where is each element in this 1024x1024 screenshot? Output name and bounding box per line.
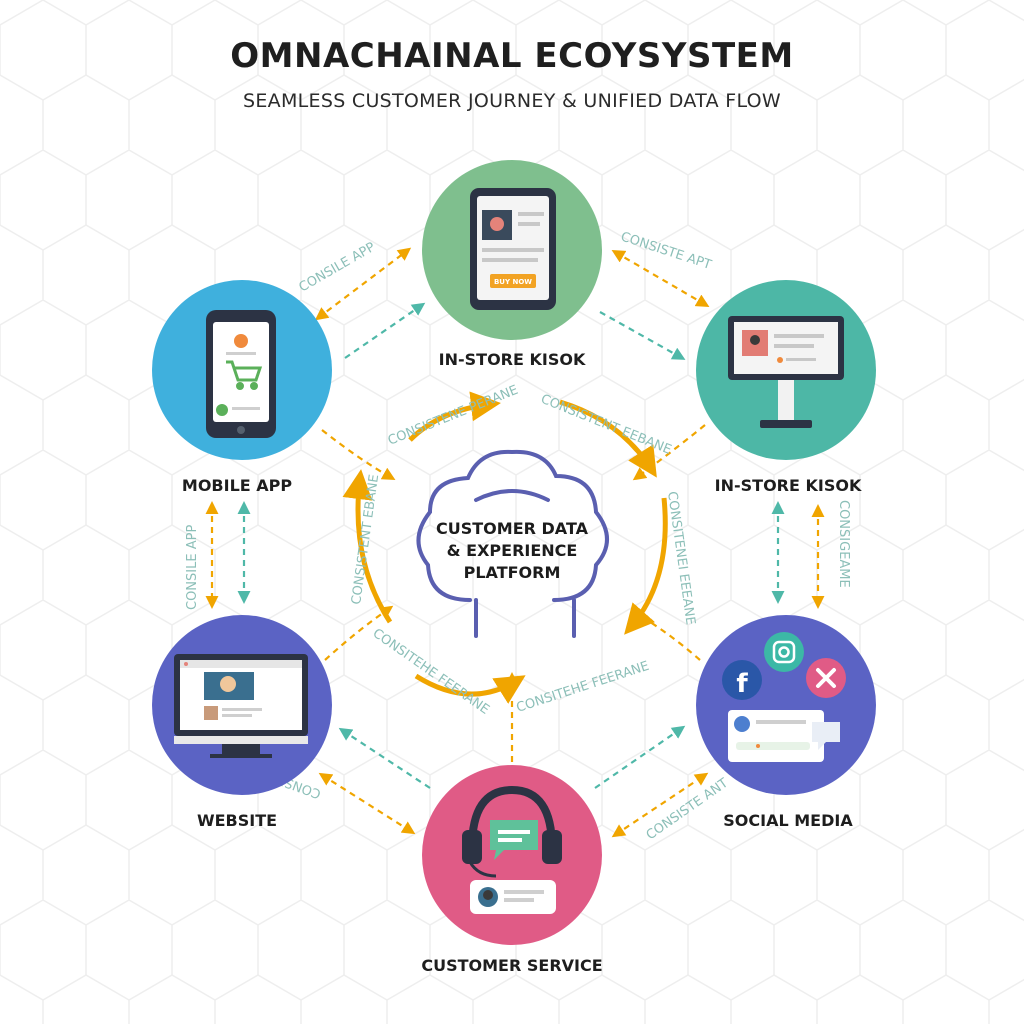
flow-label-right-vertical: CONSIGEAME — [836, 500, 851, 588]
facebook-icon — [722, 660, 762, 700]
flow-label-inner-top-right: CONSISTENT EEBANE — [539, 392, 674, 458]
inner-arrow-mobile-hub — [321, 429, 396, 480]
outer-flow-arrows — [205, 247, 825, 838]
flow-label-inner-bottom-right: CONSITEHE FEERANE — [515, 659, 651, 716]
flow-label-inner-right: CONSITENEI EEEANE — [664, 490, 698, 625]
hub-ring-arrow-top-left — [408, 391, 501, 442]
node-website[interactable] — [152, 615, 332, 795]
chat-card-icon — [728, 710, 840, 762]
inner-flow-arrows — [321, 391, 706, 762]
label-social-media: SOCIAL MEDIA — [723, 811, 853, 830]
hub-label-line2: & EXPERIENCE — [446, 541, 578, 560]
arrow-website-service-teal — [338, 727, 431, 789]
hub-label-line3: PLATFORM — [463, 563, 561, 582]
desktop-monitor-icon — [174, 654, 308, 758]
label-mobile-app: MOBILE APP — [181, 476, 293, 495]
arrow-service-social-orange — [611, 772, 709, 838]
arrow-top-kiosk-teal — [599, 311, 686, 360]
label-website: WEBSITE — [196, 811, 278, 830]
node-top[interactable]: BUY NOW — [422, 160, 602, 340]
hub-ring-arrow-top-right — [559, 399, 657, 478]
flow-label-top-left: CONSILE APP — [297, 240, 378, 296]
arrow-mobile-top-orange — [314, 247, 412, 321]
hub-ring-arrow-bottom — [414, 673, 526, 704]
flow-label-inner-top-left: CONSISTENE PERANE — [386, 383, 520, 449]
hub-label-line1: CUSTOMER DATA — [436, 519, 588, 538]
node-mobile[interactable] — [152, 280, 332, 460]
smartphone-icon — [206, 310, 276, 438]
arrow-service-social-teal — [594, 725, 686, 789]
svg-text:f: f — [736, 669, 748, 699]
arrow-website-service-orange — [318, 772, 416, 835]
hub-ring-arrow-right — [624, 497, 668, 635]
instagram-icon — [764, 632, 804, 672]
hub-label: CUSTOMER DATA & EXPERIENCE PLATFORM — [412, 518, 612, 584]
hub-ring-arrow-left — [342, 469, 393, 624]
node-kiosk-right[interactable] — [696, 280, 876, 460]
page-title: OMNACHAINAL ECOYSYSTEM — [230, 36, 794, 76]
label-customer-service: CUSTOMER SERVICE — [421, 956, 603, 975]
tablet-icon: BUY NOW — [470, 188, 556, 310]
shopping-cart-icon — [226, 360, 263, 390]
label-right-kiosk: IN-STORE KISOK — [714, 476, 862, 495]
agent-card-icon — [470, 880, 556, 914]
flow-label-top-right: CONSISTE APT — [619, 230, 713, 273]
arrow-mobile-top-teal — [344, 302, 426, 359]
label-top-kiosk: IN-STORE KISOK — [438, 350, 586, 369]
flow-label-inner-bottom-left: CONSITEHE FEERANE — [370, 626, 492, 718]
node-service[interactable] — [422, 765, 602, 945]
user-avatar-icon — [216, 404, 228, 416]
kiosk-monitor-icon — [728, 316, 844, 428]
flow-label-bottom-right: CONSISTE ANT — [644, 776, 731, 844]
buy-now-button[interactable]: BUY NOW — [494, 278, 532, 286]
node-social[interactable]: f — [696, 615, 876, 795]
chat-bubble-icon — [490, 820, 538, 860]
headset-icon — [468, 785, 556, 852]
flow-label-left-vertical: CONSILE APP — [185, 525, 200, 610]
cloud-icon — [416, 449, 609, 638]
page-subtitle: SEAMLESS CUSTOMER JOURNEY & UNIFIED DATA… — [242, 90, 782, 112]
